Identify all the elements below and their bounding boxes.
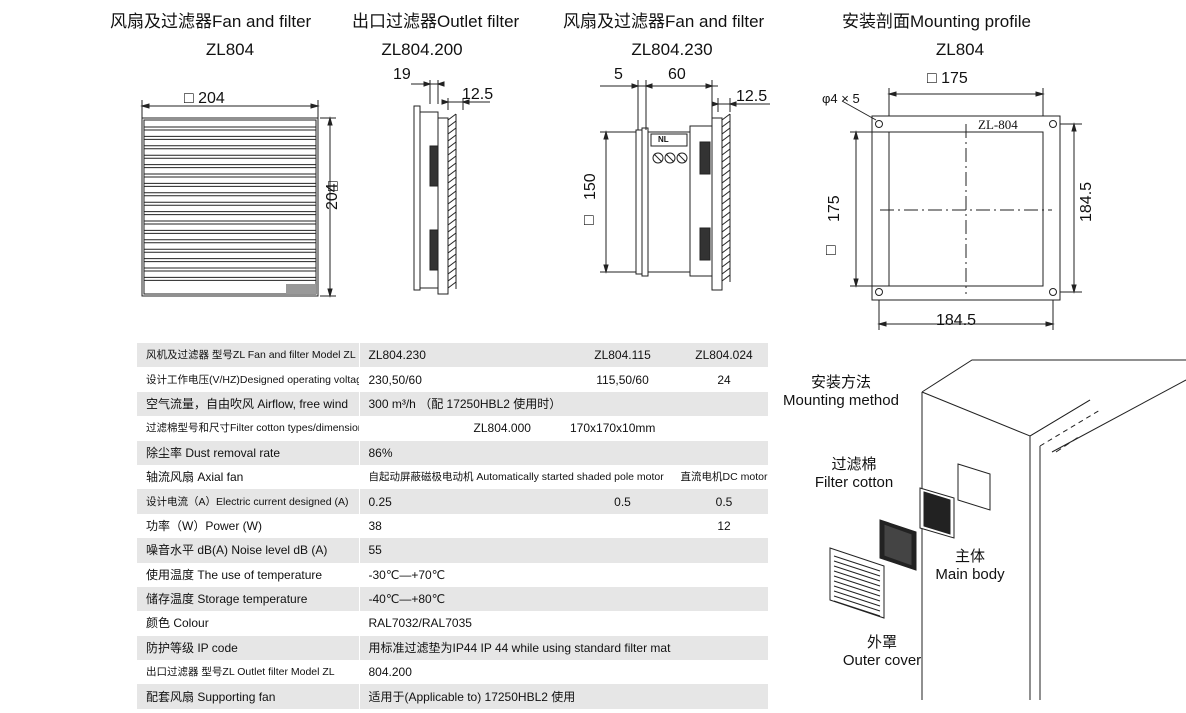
spec-table: 风机及过滤器 型号ZL Fan and filter Model ZL ZL80… [137, 343, 768, 709]
cell: 0.5 [680, 489, 768, 514]
cell: 用标准过滤垫为IP44 IP 44 while using standard f… [359, 635, 768, 661]
table-row: 使用温度 The use of temperature -30℃—+70℃ [137, 562, 768, 587]
main-body-en: Main body [935, 566, 1005, 583]
fan-logo-mark [286, 284, 316, 294]
profile-top-dim: □ 175 [927, 70, 968, 87]
row-label: 配套风扇 Supporting fan [137, 684, 360, 709]
main-body-zh: 主体 [954, 548, 985, 565]
cell: 170x170x10mm [565, 416, 768, 441]
cell: 适用于(Applicable to) 17250HBL2 使用 [359, 684, 768, 709]
cell: 55 [359, 538, 768, 563]
heading-fan-filter: 风扇及过滤器Fan and filter [110, 12, 312, 31]
cell: 38 [359, 513, 680, 539]
cell: 12 [680, 513, 768, 539]
cell: 115,50/60 [565, 367, 680, 392]
table-row: 过滤棉型号和尺寸Filter cotton types/dimensions Z… [137, 416, 768, 441]
outer-cover-en: Outer cover [842, 652, 922, 669]
table-row: 出口过滤器 型号ZL Outlet filter Model ZL 804.20… [137, 660, 768, 685]
heading-mounting-profile: 安装剖面Mounting profile [842, 12, 1031, 31]
row-label: 设计电流（A）Electric current designed (A) [137, 489, 360, 514]
model-zl804: ZL804 [205, 40, 255, 59]
cell: ZL804.230 [359, 343, 565, 368]
cell: 24 [680, 367, 768, 392]
profile-holes-dim: φ4 × 5 [822, 91, 860, 106]
table-row: 颜色 Colour RAL7032/RAL7035 [137, 611, 768, 636]
outlet-depth-dim: 19 [393, 66, 411, 83]
z230-grille-dim: 12.5 [736, 88, 768, 105]
row-label: 轴流风扇 Axial fan [137, 464, 360, 490]
table-row: 防护等级 IP code 用标准过滤垫为IP44 IP 44 while usi… [137, 635, 768, 661]
cell: 0.25 [359, 489, 565, 514]
cell: RAL7032/RAL7035 [359, 611, 768, 636]
outlet-grille-dim: 12.5 [462, 86, 494, 103]
cell: 自起动屏蔽磁极电动机 Automatically started shaded … [359, 464, 680, 490]
terminal-label: NL [658, 135, 669, 144]
fan-square-symbol: □ [328, 178, 338, 195]
cell: 直流电机DC motor [680, 464, 768, 490]
table-row: 设计工作电压(V/HZ)Designed operating voltage 2… [137, 367, 768, 392]
cell: 230,50/60 [359, 367, 565, 392]
table-row: 轴流风扇 Axial fan 自起动屏蔽磁极电动机 Automatically … [137, 464, 768, 490]
cell: -30℃—+70℃ [359, 562, 768, 587]
outer-cover-zh: 外罩 [866, 634, 897, 651]
main-body-label: 主体 Main body [930, 548, 1010, 584]
cell: 300 m³/h （配 17250HBL2 使用时） [359, 391, 768, 417]
table-row: 空气流量，自由吹风 Airflow, free wind 300 m³/h （配… [137, 391, 768, 417]
table-row: 设计电流（A）Electric current designed (A) 0.2… [137, 489, 768, 514]
profile-bottom-dim: 184.5 [936, 312, 977, 329]
mounting-method-zh: 安装方法 [810, 374, 871, 391]
table-row: 噪音水平 dB(A) Noise level dB (A) 55 [137, 538, 768, 563]
profile-plate-label: ZL-804 [978, 117, 1018, 132]
table-row: 除尘率 Dust removal rate 86% [137, 440, 768, 465]
table-row: 功率（W）Power (W) 38 12 [137, 513, 768, 539]
cell: 86% [359, 440, 768, 465]
heading-outlet-filter: 出口过滤器Outlet filter [352, 12, 520, 31]
z230-left-dim: 5 [614, 66, 623, 83]
row-label: 功率（W）Power (W) [137, 513, 360, 539]
cell: ZL804.000 [359, 416, 565, 441]
filter-cotton-label: 过滤棉 Filter cotton [808, 456, 900, 492]
cell: ZL804.024 [680, 343, 768, 368]
table-row: 配套风扇 Supporting fan 适用于(Applicable to) 1… [137, 684, 768, 709]
row-label: 防护等级 IP code [137, 635, 360, 661]
cell: 804.200 [359, 660, 768, 685]
row-label: 过滤棉型号和尺寸Filter cotton types/dimensions [137, 416, 360, 441]
fan-width-dim: □ 204 [184, 90, 225, 107]
mounting-method-en: Mounting method [783, 392, 899, 409]
row-label: 除尘率 Dust removal rate [137, 440, 360, 465]
cell: ZL804.115 [565, 343, 680, 368]
row-label: 颜色 Colour [137, 611, 360, 636]
model-zl804-200: ZL804.200 [381, 40, 463, 59]
row-label: 噪音水平 dB(A) Noise level dB (A) [137, 538, 360, 563]
cell: -40℃—+80℃ [359, 586, 768, 612]
model-zl804-230: ZL804.230 [631, 40, 713, 59]
row-label: 设计工作电压(V/HZ)Designed operating voltage [137, 367, 360, 392]
profile-square-symbol: □ [826, 242, 836, 259]
row-label: 使用温度 The use of temperature [137, 562, 360, 587]
heading-fan-filter-230: 风扇及过滤器Fan and filter [563, 12, 765, 31]
z230-square-symbol: □ [584, 212, 594, 229]
row-label: 出口过滤器 型号ZL Outlet filter Model ZL [137, 660, 360, 685]
row-label: 储存温度 Storage temperature [137, 586, 360, 612]
table-row: 风机及过滤器 型号ZL Fan and filter Model ZL ZL80… [137, 343, 768, 368]
filter-cotton-zh: 过滤棉 [831, 456, 877, 473]
filter-cotton-en: Filter cotton [814, 474, 894, 491]
cell: 0.5 [565, 489, 680, 514]
z230-depth-dim: 60 [668, 66, 686, 83]
table-row: 储存温度 Storage temperature -40℃—+80℃ [137, 586, 768, 612]
model-zl804-profile: ZL804 [935, 40, 985, 59]
mounting-method-label: 安装方法 Mounting method [782, 374, 900, 410]
row-label: 风机及过滤器 型号ZL Fan and filter Model ZL [137, 343, 360, 368]
row-label: 空气流量，自由吹风 Airflow, free wind [137, 391, 360, 417]
outer-cover-label: 外罩 Outer cover [838, 634, 926, 670]
